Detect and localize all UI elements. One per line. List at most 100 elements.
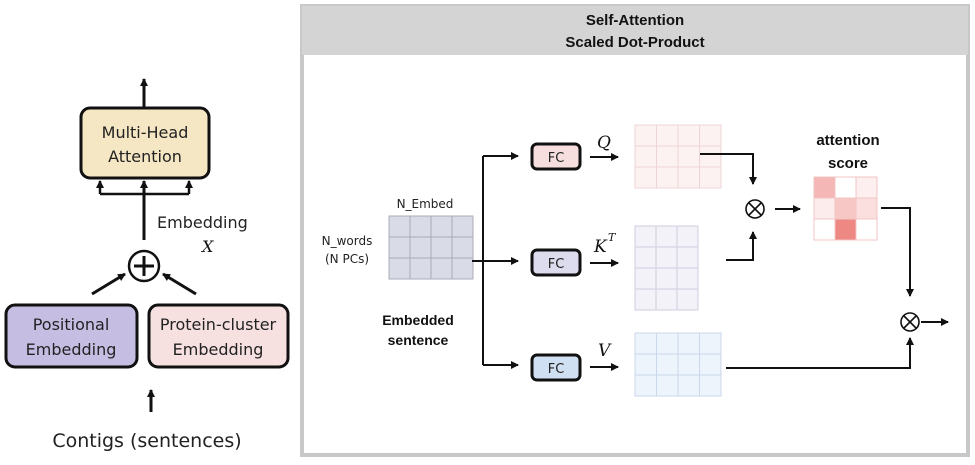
multi-head-attention-box (79, 106, 211, 180)
fc-q-label: FC (548, 151, 565, 166)
matrix-cell (634, 124, 657, 147)
matrix-cell (656, 166, 679, 189)
matrix-cell (699, 353, 722, 376)
matrix-cell (677, 353, 700, 376)
matrix-cell (634, 166, 657, 189)
matrix-cell (451, 236, 474, 259)
self-attention-panel: Self-Attention Scaled Dot-Product N_Embe… (300, 4, 970, 457)
matrix-cell (676, 288, 699, 311)
matrix-cell (699, 166, 722, 189)
protein-to-add-arrow (162, 272, 197, 296)
matrix-cell (655, 225, 678, 248)
q-label: Q (597, 133, 611, 153)
matrix-cell (855, 218, 878, 241)
matrix-cell (655, 246, 678, 269)
matrix-cell (855, 176, 878, 199)
matrix-cell (813, 197, 836, 220)
matrix-cell (813, 218, 836, 241)
matrix-col-label: N_Embed (397, 197, 454, 211)
q-to-mult-line (700, 153, 757, 185)
mha-label-line1: Multi-Head (102, 123, 189, 142)
embedded-label-line1: Embedded (382, 312, 454, 328)
value-matrix (634, 332, 722, 397)
k-to-mult-line (726, 231, 757, 261)
fc-q-box (530, 142, 582, 171)
attention-score-matrix (813, 176, 878, 241)
matrix-cell (388, 215, 411, 238)
contigs-label: Contigs (sentences) (52, 430, 241, 452)
matrix-cell (451, 215, 474, 238)
matrix-cell (634, 225, 657, 248)
matrix-cell (388, 236, 411, 259)
matrix-cell (676, 246, 699, 269)
panel-title-line2: Scaled Dot-Product (565, 34, 704, 51)
v-label: V (598, 341, 612, 361)
matrix-cell (634, 374, 657, 397)
matrix-cell (676, 267, 699, 290)
matrix-cell (655, 267, 678, 290)
mha-label-line2: Attention (108, 147, 182, 166)
panel-header (302, 6, 968, 55)
matrix-cell (813, 176, 836, 199)
matrix-cell (677, 166, 700, 189)
positional-label-line2: Embedding (26, 340, 117, 359)
positional-embedding-box (4, 303, 139, 369)
matrix-cell (634, 145, 657, 168)
left-encoder: Multi-Head Attention Embedding X Positio… (4, 78, 290, 452)
matrix-cell (409, 236, 432, 259)
matmul-sv-x2 (903, 315, 917, 329)
matrix-cell (855, 197, 878, 220)
matrix-cell (430, 257, 453, 280)
matrix-cell (656, 124, 679, 147)
matrix-cell (430, 215, 453, 238)
fc-k-box (530, 248, 582, 277)
positional-to-add-arrow (91, 272, 126, 296)
matrix-cell (699, 332, 722, 355)
matrix-cell (677, 124, 700, 147)
matrix-cell (834, 197, 857, 220)
matrix-cell (634, 267, 657, 290)
matrix-cell (656, 145, 679, 168)
matrix-cell (634, 332, 657, 355)
embedded-label-line2: sentence (388, 332, 449, 348)
matrix-cell (656, 353, 679, 376)
key-transpose-matrix (634, 225, 699, 311)
matrix-cell (409, 215, 432, 238)
embedding-var: X (200, 237, 214, 256)
matrix-row-label1: N_words (322, 234, 373, 248)
matrix-cell (699, 124, 722, 147)
matrix-cell (699, 374, 722, 397)
matrix-row-label2: (N PCs) (325, 252, 369, 266)
matrix-cell (430, 236, 453, 259)
fc-v-box (530, 353, 582, 382)
matrix-cell (451, 257, 474, 280)
protein-cluster-embedding-box (147, 303, 290, 369)
matrix-cell (656, 332, 679, 355)
protein-label-line1: Protein-cluster (160, 315, 277, 334)
k-label: K (593, 237, 608, 257)
matrix-cell (634, 288, 657, 311)
fc-v-label: FC (548, 362, 565, 377)
matrix-cell (634, 353, 657, 376)
score-label-line2: score (828, 155, 868, 172)
matrix-cell (656, 374, 679, 397)
query-matrix (634, 124, 722, 189)
score-to-mult-line (881, 207, 914, 297)
score-label-line1: attention (816, 132, 879, 149)
matrix-cell (409, 257, 432, 280)
fc-k-label: FC (548, 257, 565, 272)
matrix-cell (676, 225, 699, 248)
matrix-cell (834, 176, 857, 199)
matrix-cell (677, 145, 700, 168)
matrix-cell (655, 288, 678, 311)
embedded-sentence-matrix (388, 215, 474, 280)
k-transpose-sup: T (608, 231, 617, 244)
matrix-cell (677, 374, 700, 397)
embedding-label: Embedding (157, 213, 248, 232)
matrix-cell (834, 218, 857, 241)
matrix-cell (634, 246, 657, 269)
matrix-cell (699, 145, 722, 168)
protein-label-line2: Embedding (173, 340, 264, 359)
panel-title-line1: Self-Attention (586, 12, 684, 29)
